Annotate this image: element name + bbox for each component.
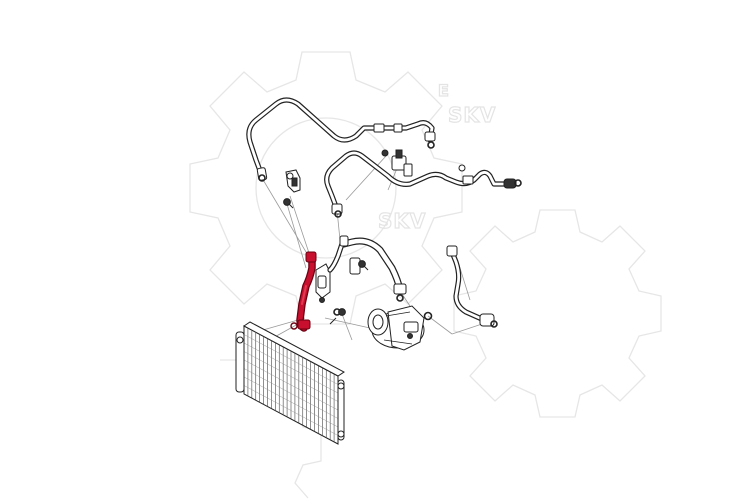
watermark-letter: E bbox=[438, 81, 450, 100]
watermark-text-2: SKV bbox=[378, 209, 426, 233]
bolt-2 bbox=[358, 260, 369, 271]
condenser bbox=[235, 321, 345, 445]
bolt-3 bbox=[329, 308, 346, 325]
condenser-tube bbox=[243, 368, 339, 419]
ac-compressor bbox=[367, 305, 425, 351]
condenser-tube bbox=[243, 334, 339, 385]
pipe-clip-2 bbox=[381, 149, 413, 177]
watermark-text: SKV bbox=[448, 103, 496, 127]
highlighted-discharge-hose bbox=[290, 251, 317, 332]
condenser-tube bbox=[243, 359, 339, 411]
pipe-clip-3 bbox=[315, 263, 331, 303]
accumulator-hose bbox=[446, 245, 498, 328]
condenser-tube bbox=[243, 385, 339, 436]
upper-suction-line bbox=[246, 97, 436, 182]
bolt-1 bbox=[283, 198, 294, 209]
condenser-fins bbox=[243, 328, 339, 442]
pipe-clip-1 bbox=[285, 169, 301, 193]
condenser-tube bbox=[243, 376, 339, 428]
condenser-tube bbox=[243, 351, 339, 402]
condenser-tube bbox=[243, 342, 339, 394]
upper-liquid-line bbox=[324, 150, 522, 218]
